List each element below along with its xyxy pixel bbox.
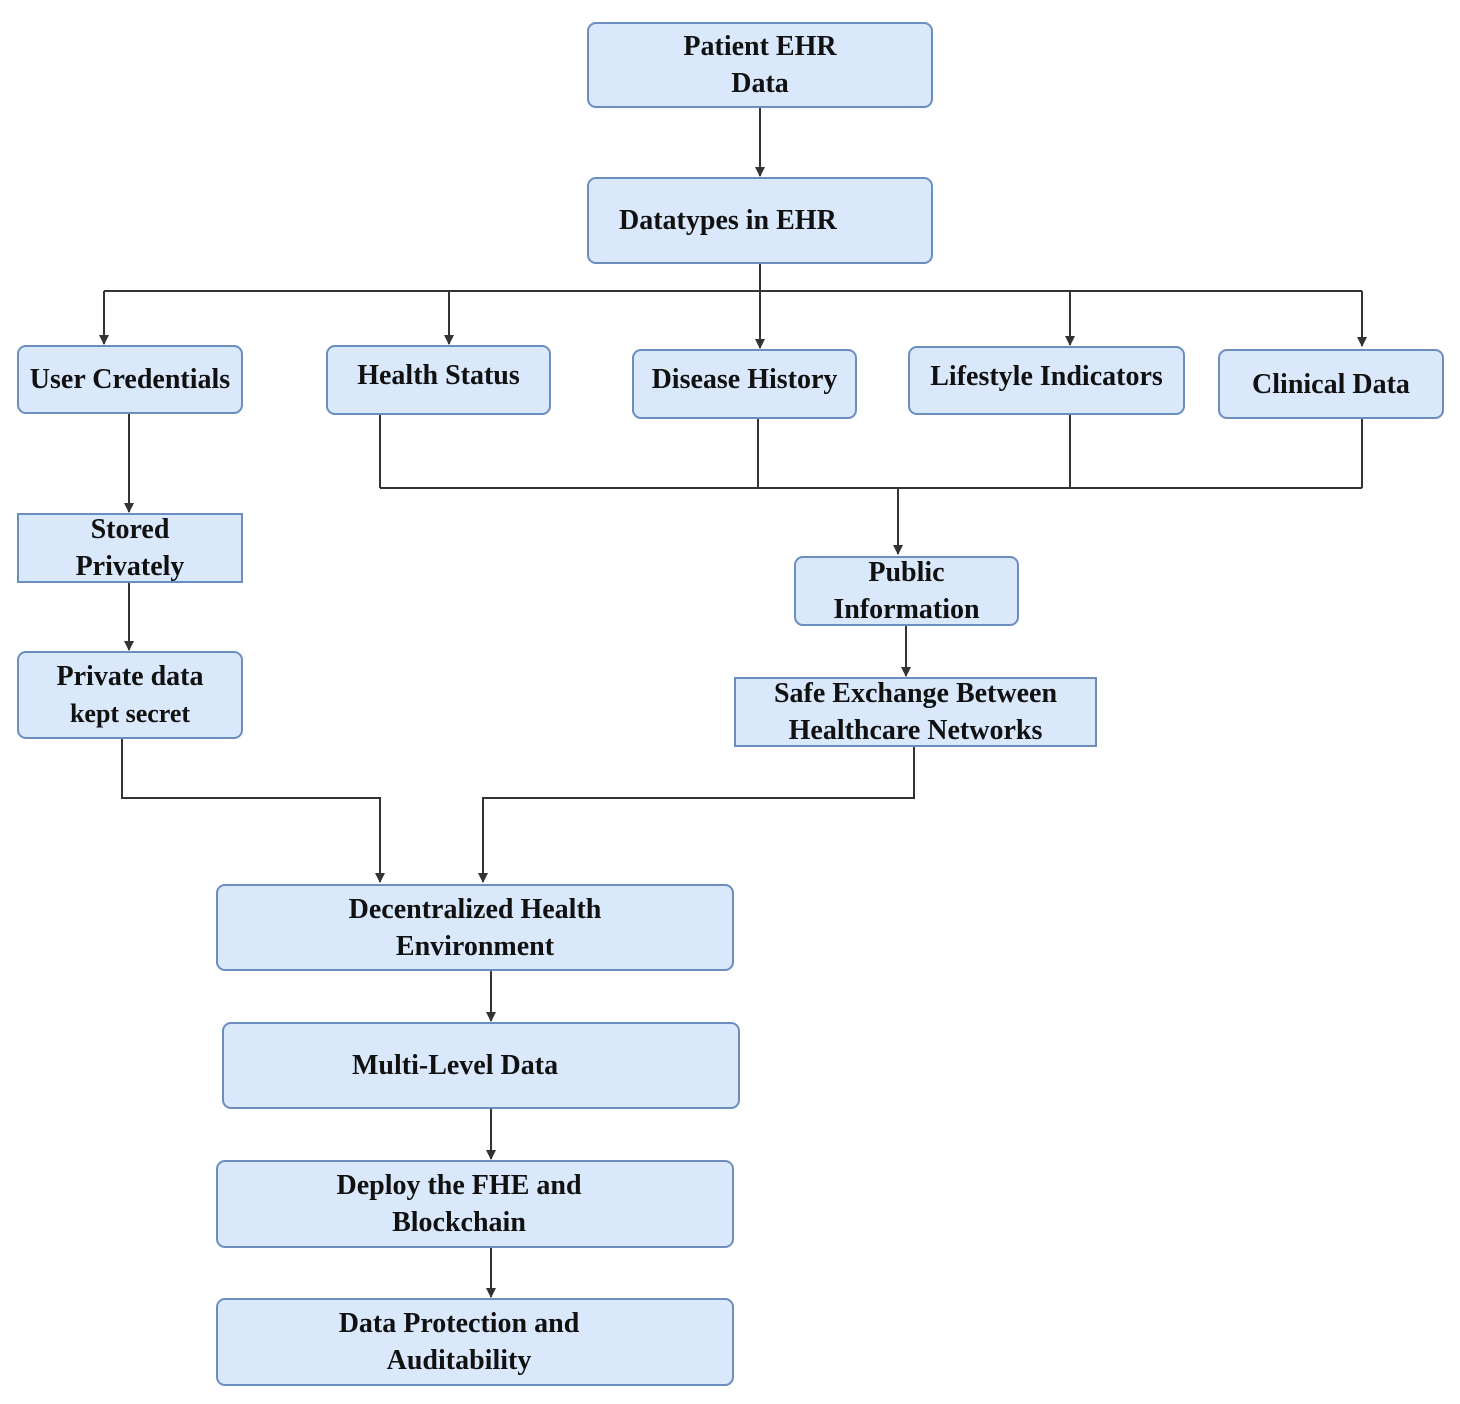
node-label: Data <box>731 68 789 99</box>
node-lifestyle-indicators: Lifestyle Indicators <box>908 346 1185 415</box>
node-public-information: Public Information <box>794 556 1019 626</box>
node-label: Health Status <box>357 360 520 391</box>
node-label: Disease History <box>651 364 838 395</box>
node-label: Stored <box>90 514 170 545</box>
edge-exchange-to-decentralized <box>478 747 915 883</box>
node-health-status: Health Status <box>326 345 551 415</box>
edge-private-to-decentralized <box>121 739 385 883</box>
node-label: Safe Exchange Between <box>773 678 1058 709</box>
node-patient-ehr-data: Patient EHR Data <box>587 22 933 108</box>
node-clinical-data: Clinical Data <box>1218 349 1444 419</box>
node-label: Decentralized Health <box>348 893 602 925</box>
node-label: User Credentials <box>29 364 231 395</box>
node-label: Public <box>868 557 945 588</box>
node-label: Healthcare Networks <box>788 715 1043 746</box>
node-label: Environment <box>395 930 555 962</box>
node-stored-privately: Stored Privately <box>17 513 243 583</box>
node-label: Private data <box>56 661 204 692</box>
node-multi-level-data: Multi-Level Data <box>222 1022 740 1109</box>
node-decentralized-health-environment: Decentralized Health Environment <box>216 884 734 971</box>
node-label: kept secret <box>69 699 191 728</box>
node-disease-history: Disease History <box>632 349 857 419</box>
node-data-protection-auditability: Data Protection and Auditability <box>216 1298 734 1386</box>
node-label: Multi-Level Data <box>352 1050 559 1081</box>
node-label: Lifestyle Indicators <box>930 361 1163 392</box>
node-label: Auditability <box>386 1345 532 1376</box>
node-user-credentials: User Credentials <box>17 345 243 414</box>
node-safe-exchange: Safe Exchange Between Healthcare Network… <box>734 677 1097 747</box>
node-private-data-kept-secret: Private data kept secret <box>17 651 243 739</box>
node-label: Datatypes in EHR <box>619 205 837 236</box>
node-label: Deploy the FHE and <box>336 1170 582 1201</box>
node-label: Patient EHR <box>683 31 837 62</box>
node-label: Blockchain <box>392 1207 526 1238</box>
node-label: Data Protection and <box>338 1308 580 1339</box>
node-datatypes-in-ehr: Datatypes in EHR <box>587 177 933 264</box>
node-label: Information <box>833 594 980 625</box>
node-deploy-fhe-blockchain: Deploy the FHE and Blockchain <box>216 1160 734 1248</box>
node-label: Privately <box>75 551 185 582</box>
node-label: Clinical Data <box>1252 368 1410 400</box>
